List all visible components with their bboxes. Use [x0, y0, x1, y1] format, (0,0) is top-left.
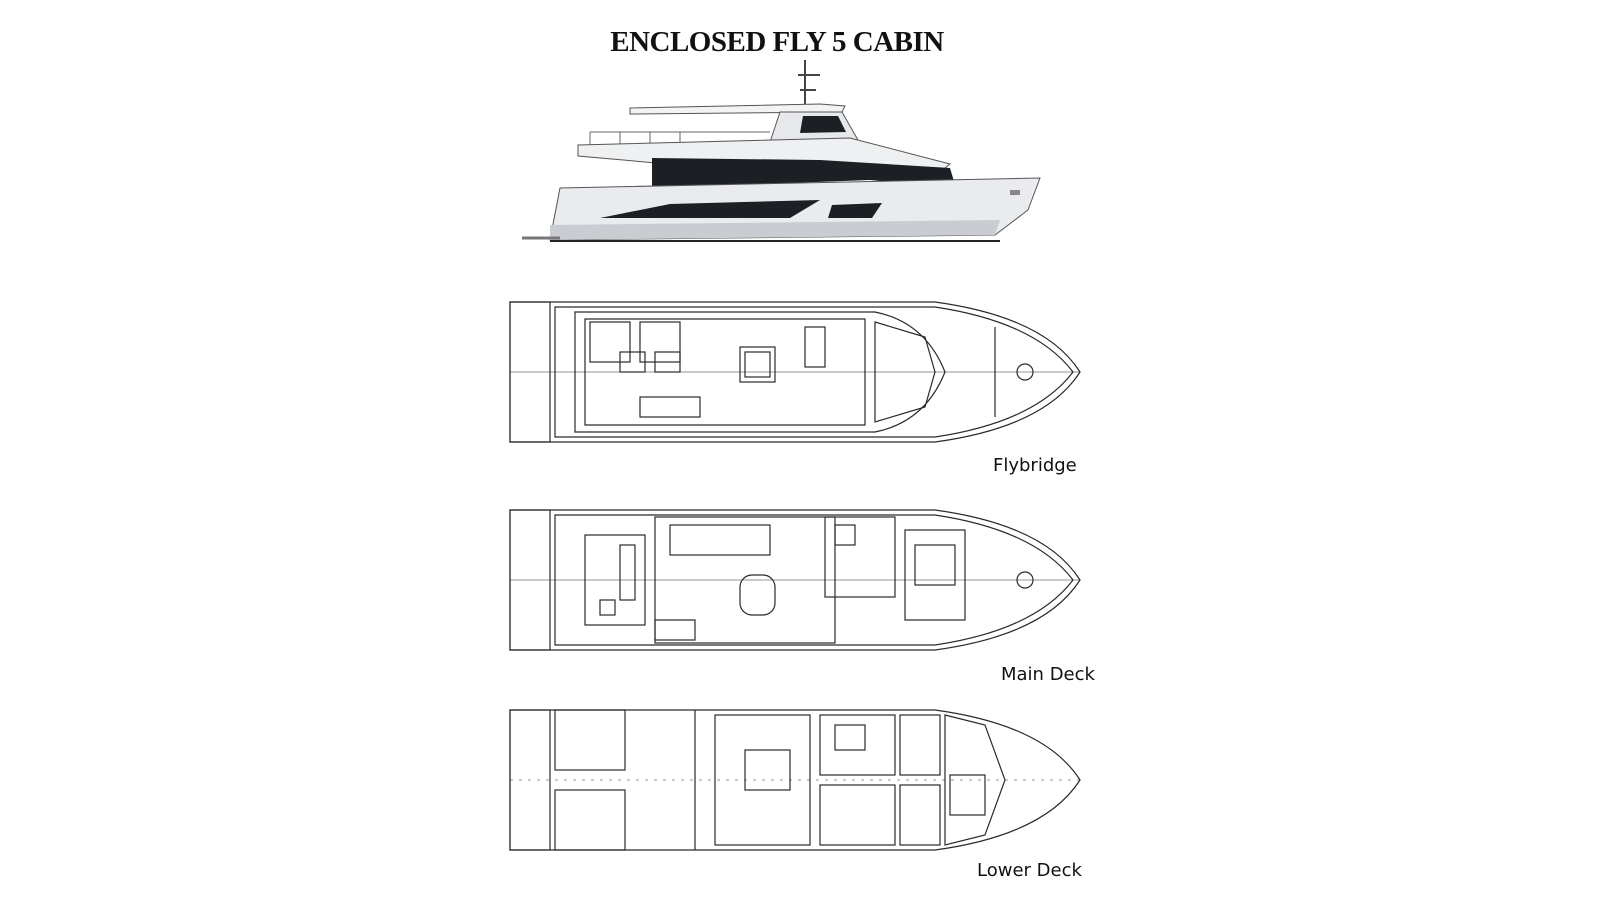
yacht-profile-image	[520, 60, 1060, 260]
flybridge-plan-drawing	[505, 297, 1085, 447]
hull-window-long	[600, 200, 820, 218]
main-deck-label: Main Deck	[1001, 664, 1095, 685]
mast	[798, 60, 820, 108]
lower-deck-label: Lower Deck	[977, 860, 1082, 881]
page-title: ENCLOSED FLY 5 CABIN	[0, 26, 1600, 59]
main-deck-glazing	[652, 158, 956, 188]
hull-window-short	[828, 203, 882, 218]
lower-deck-plan-drawing	[505, 705, 1085, 855]
title-text: ENCLOSED FLY 5 CABIN	[610, 26, 944, 58]
flybridge-window	[800, 116, 846, 133]
flybridge-label: Flybridge	[993, 455, 1077, 476]
main-deck-plan-drawing	[505, 505, 1085, 655]
